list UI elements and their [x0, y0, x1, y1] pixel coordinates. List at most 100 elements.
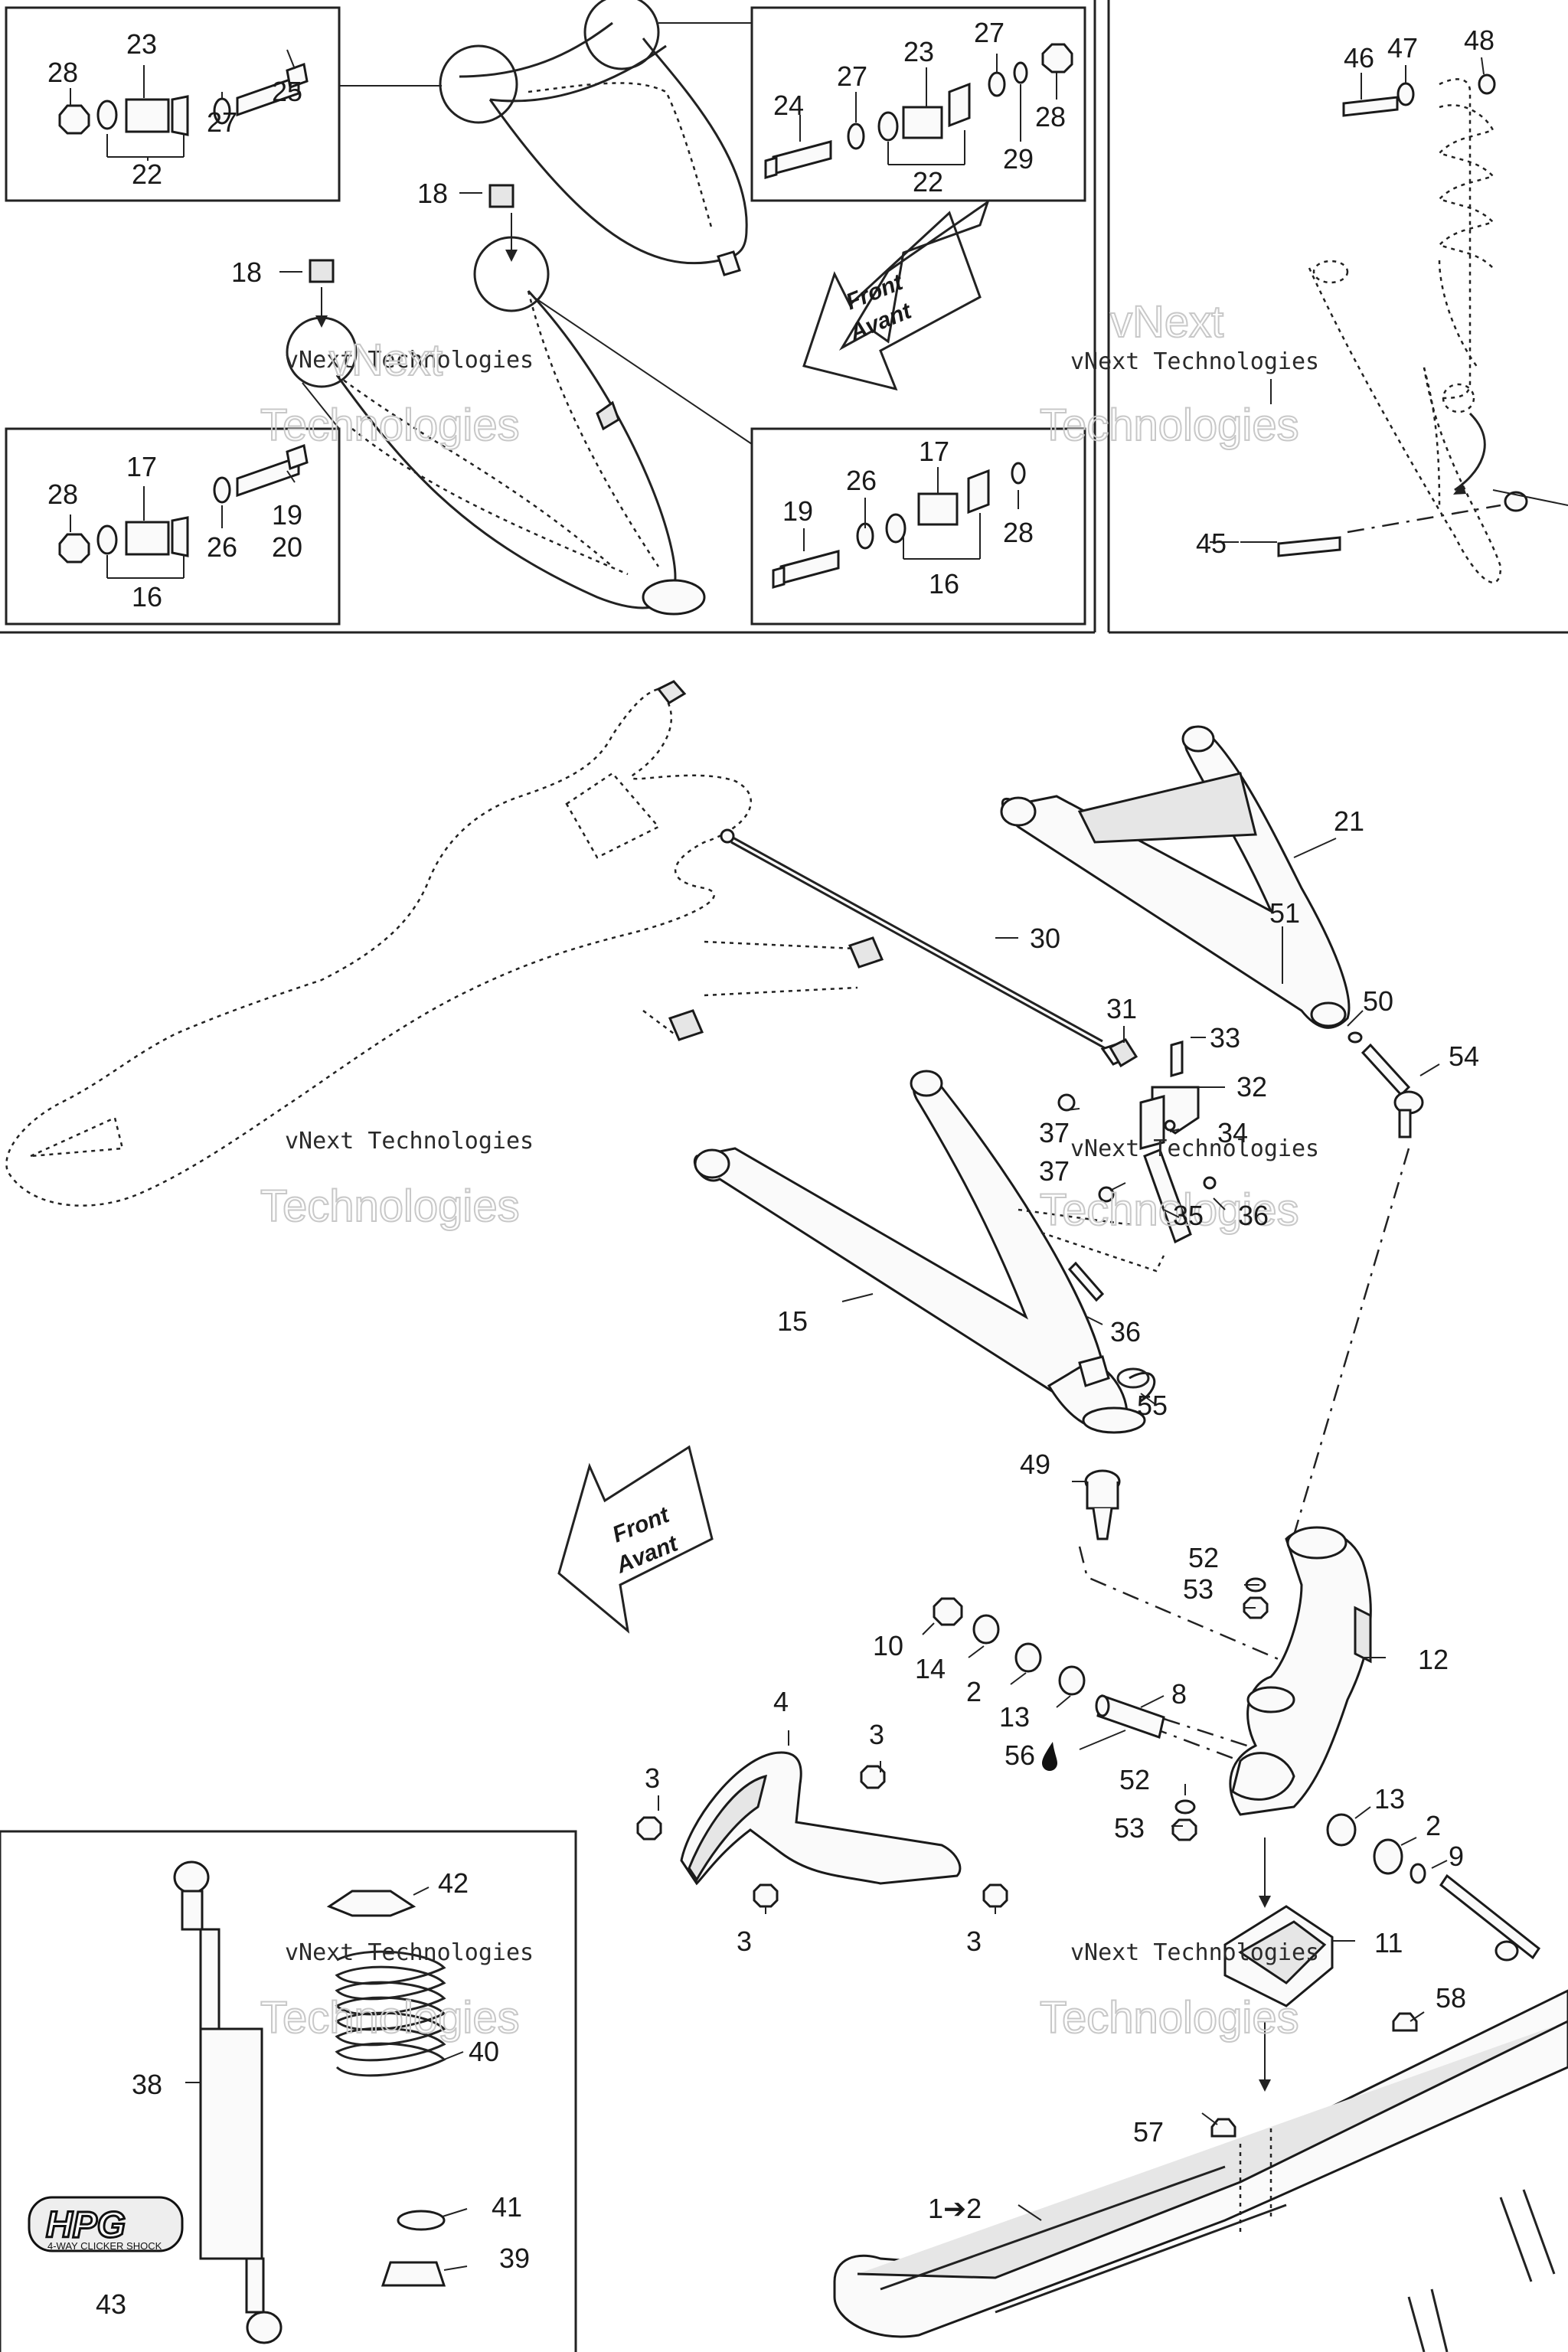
callout-3: 3 — [645, 1762, 660, 1794]
detail-box-upper-arm-left — [5, 6, 341, 202]
callout-36: 36 — [1110, 1316, 1141, 1348]
callout-12: 12 — [1418, 1644, 1449, 1675]
callout-3: 3 — [737, 1926, 752, 1957]
detail-box-lower-arm-right — [750, 427, 1086, 626]
callout-27: 27 — [974, 17, 1004, 48]
callout-18: 18 — [417, 178, 448, 209]
watermark-text-3: vNext Technologies — [285, 1128, 534, 1155]
callout-52: 52 — [1119, 1764, 1150, 1795]
callout-51: 51 — [1269, 897, 1300, 929]
callout-3: 3 — [966, 1926, 982, 1957]
ski — [833, 1989, 1568, 2352]
callout-11: 11 — [1374, 1927, 1403, 1958]
callout-52: 52 — [1188, 1542, 1219, 1573]
callout-29: 29 — [1003, 143, 1034, 175]
callout-33: 33 — [1210, 1022, 1240, 1054]
watermark-text-4: vNext Technologies — [1070, 1135, 1319, 1162]
callout-17: 17 — [126, 451, 157, 482]
callout-28: 28 — [1035, 101, 1066, 132]
watermark-text-6: vNext Technologies — [1070, 1939, 1319, 1966]
callout-30: 30 — [1030, 923, 1060, 954]
front-arrow-top: Front Avant — [802, 199, 990, 391]
ball-joint-upper — [1348, 1031, 1424, 1138]
callout-22: 22 — [132, 158, 162, 190]
callout-numbers: 28 23 27 25 22 23 27 27 24 28 29 22 18 1… — [47, 17, 1494, 2320]
upper-a-arm — [1000, 725, 1351, 1029]
lower-arm-hardware-left — [58, 443, 309, 579]
watermark-outline-2b: vNext — [1110, 297, 1223, 347]
watermark-text-5: vNext Technologies — [285, 1939, 534, 1966]
callout-19: 19 — [782, 495, 813, 527]
shock-absorber — [173, 1860, 283, 2344]
shock-mount-detail — [1240, 57, 1568, 583]
callout-28: 28 — [47, 479, 78, 510]
callout-42: 42 — [438, 1867, 469, 1899]
callout-2: 2 — [966, 1676, 982, 1707]
callout-10: 10 — [873, 1630, 903, 1661]
callout-27: 27 — [207, 106, 237, 138]
callout-43: 43 — [96, 2288, 126, 2320]
callout-31: 31 — [1106, 993, 1137, 1024]
callout-18: 18 — [231, 256, 262, 288]
stabilizer-rod — [720, 828, 1129, 1066]
callout-27: 27 — [837, 60, 867, 92]
watermark-outline-2: Technologies — [1040, 400, 1299, 450]
hpg-logo: HPG 4-WAY CLICKER SHOCK — [28, 2196, 184, 2252]
callout-37: 37 — [1039, 1155, 1070, 1187]
spindle-bushings — [933, 1597, 1165, 1739]
watermark-text-2: vNext Technologies — [1070, 348, 1319, 375]
shock-bracket-assembly — [1018, 1038, 1217, 1403]
callout-15: 15 — [777, 1305, 808, 1337]
callout-9: 9 — [1449, 1841, 1464, 1872]
logo-subtitle: 4-WAY CLICKER SHOCK — [47, 2240, 162, 2252]
callout-48: 48 — [1464, 24, 1494, 56]
callout-58: 58 — [1436, 1982, 1466, 2014]
callout-32: 32 — [1236, 1071, 1267, 1102]
callout-24: 24 — [773, 90, 804, 121]
watermark-outline-1: Technologies — [260, 400, 520, 450]
callout-40: 40 — [469, 2036, 499, 2067]
watermark-outline-6: Technologies — [1040, 1993, 1299, 2043]
ski-handle — [636, 1751, 1008, 1908]
callout-49: 49 — [1020, 1449, 1050, 1480]
callout-47: 47 — [1387, 32, 1418, 64]
callout-26: 26 — [207, 531, 237, 563]
callout-4: 4 — [773, 1686, 789, 1717]
callout-54: 54 — [1449, 1040, 1479, 1072]
callout-17: 17 — [919, 436, 949, 467]
logo-name: HPG — [46, 2205, 126, 2246]
shock-kit-box — [0, 1830, 577, 2352]
front-arrow-main: Front Avant — [557, 1445, 714, 1634]
lower-a-arm — [693, 1070, 1146, 1434]
callout-23: 23 — [126, 28, 157, 60]
callout-19: 19 — [272, 499, 302, 531]
callout-57: 57 — [1133, 2116, 1164, 2148]
watermark-outline-3: Technologies — [260, 1181, 520, 1231]
upper-arm-hardware-left — [58, 49, 309, 161]
callout-22: 22 — [913, 166, 943, 198]
callout-20: 20 — [272, 531, 302, 563]
ball-joint-lower — [1084, 1367, 1150, 1540]
callout-35: 35 — [1173, 1200, 1204, 1231]
watermark-outline-4: Technologies — [1040, 1185, 1299, 1235]
callout-16: 16 — [132, 581, 162, 612]
upper-a-arm-top-view — [309, 0, 753, 445]
callout-leaders — [185, 192, 1448, 2271]
shock-spring — [326, 1890, 446, 2287]
callout-3: 3 — [869, 1719, 884, 1750]
callout-34: 34 — [1217, 1117, 1248, 1148]
callout-13: 13 — [999, 1701, 1030, 1733]
callout-53: 53 — [1114, 1812, 1145, 1844]
callout-1: 1➔2 — [928, 2193, 982, 2224]
oil-drop-icon — [1042, 1742, 1057, 1771]
callout-25: 25 — [272, 76, 302, 107]
lower-a-arm-top-view — [286, 289, 706, 616]
watermark-outline-5: Technologies — [260, 1993, 520, 2043]
watermarks: vNext Technologies Technologies vNext vN… — [260, 296, 1319, 2043]
callout-37: 37 — [1039, 1117, 1070, 1148]
callout-53: 53 — [1183, 1573, 1214, 1605]
callout-2: 2 — [1426, 1810, 1441, 1841]
lower-arm-hardware-right — [772, 462, 1026, 589]
